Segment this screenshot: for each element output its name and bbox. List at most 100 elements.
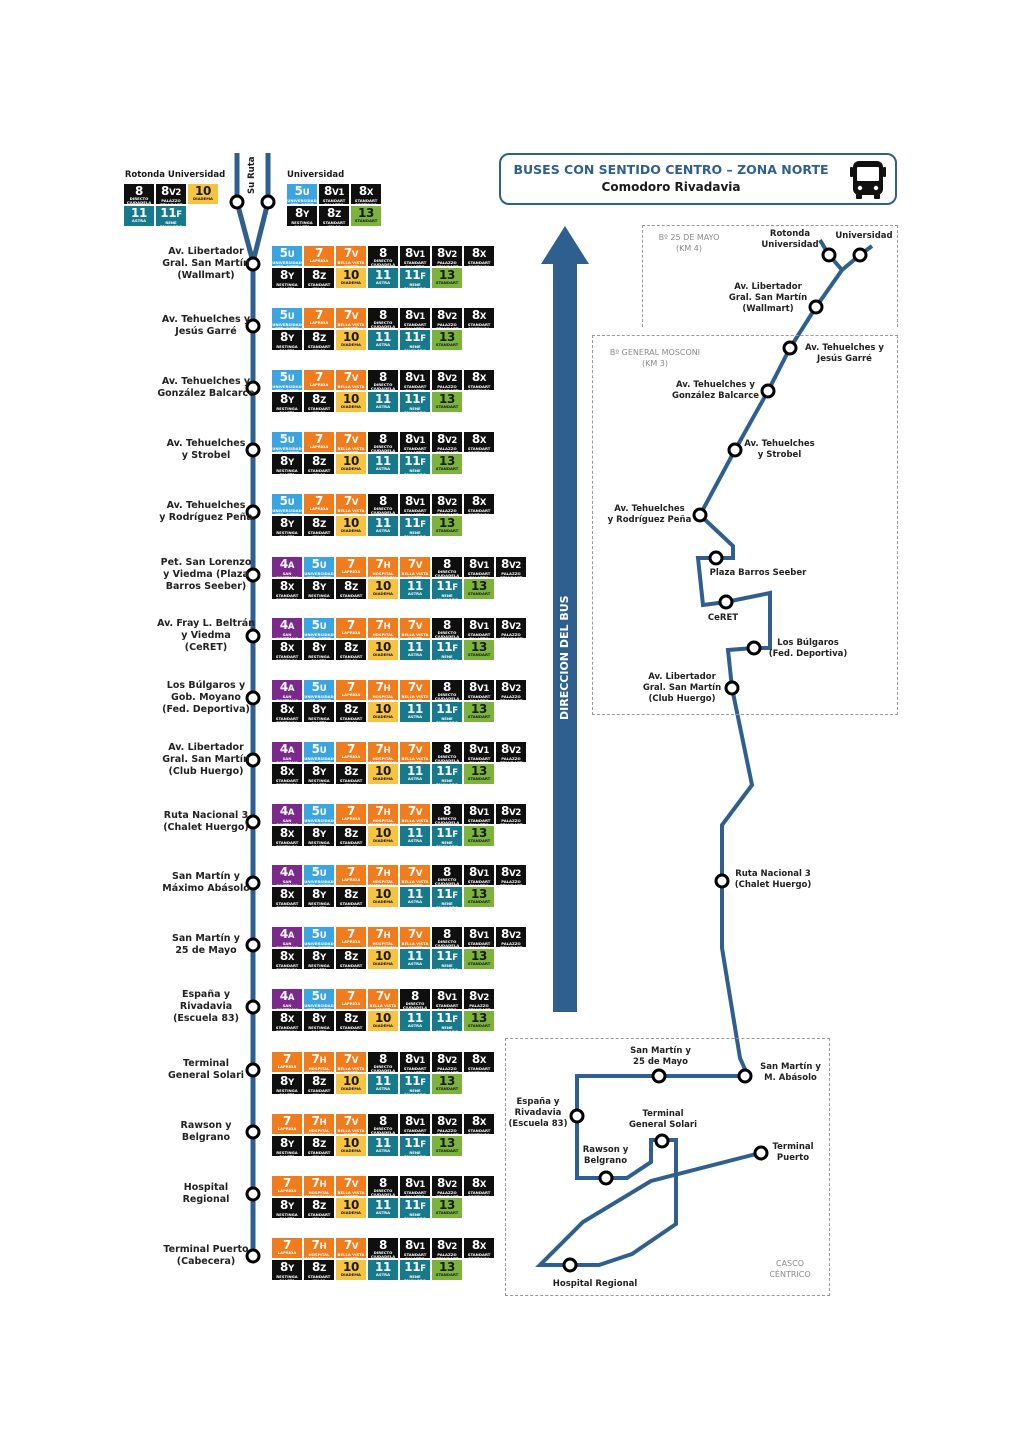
stop-marker[interactable]	[245, 256, 261, 272]
stop-marker[interactable]	[245, 567, 261, 583]
stop-marker[interactable]	[245, 380, 261, 396]
map-stop-marker[interactable]	[852, 247, 868, 263]
stop-marker[interactable]	[245, 504, 261, 520]
stop-marker[interactable]	[245, 318, 261, 334]
stop-marker[interactable]	[245, 1248, 261, 1264]
map-stop-marker[interactable]	[746, 640, 762, 656]
map-stop-marker[interactable]	[760, 383, 776, 399]
map-stop-marker[interactable]	[692, 507, 708, 523]
map-stop-marker[interactable]	[654, 1133, 670, 1149]
map-stop-marker[interactable]	[724, 680, 740, 696]
stop-marker[interactable]	[245, 442, 261, 458]
stop-marker[interactable]	[245, 628, 261, 644]
stop-marker[interactable]	[245, 1124, 261, 1140]
